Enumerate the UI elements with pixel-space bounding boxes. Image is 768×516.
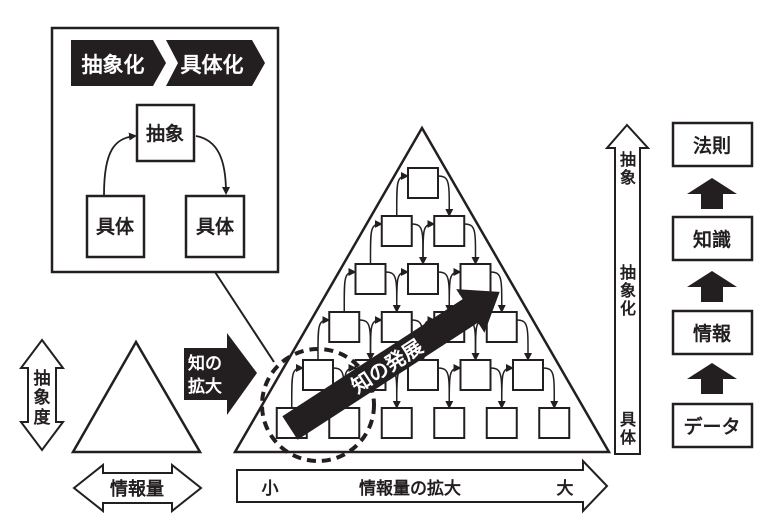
inset-box-concrete-right bbox=[184, 194, 246, 259]
axis-char: 象 bbox=[620, 168, 636, 187]
banner-abstract-shape bbox=[71, 40, 166, 86]
information-expansion-axis: 小 情報量の拡大 大 bbox=[236, 458, 609, 514]
axis-char: 抽 bbox=[620, 150, 636, 169]
pyramid-box bbox=[380, 215, 413, 247]
pyramid-arrow bbox=[500, 364, 514, 409]
pyramid-arrow bbox=[395, 268, 409, 313]
abstraction-degree-arrow: 抽 象 度 bbox=[19, 338, 65, 452]
pyramid-box bbox=[354, 263, 387, 295]
information-amount-label: 情報量 bbox=[110, 478, 164, 500]
banner-concrete-shape bbox=[166, 40, 265, 86]
pyramid-arrow bbox=[395, 172, 409, 217]
axis-main-label: 情報量の拡大 bbox=[359, 478, 461, 499]
pyramid-arrow bbox=[490, 271, 506, 313]
pyramid-box bbox=[459, 359, 492, 391]
pyramid-arrow bbox=[516, 319, 533, 361]
hierarchy-box-knowledge bbox=[671, 215, 754, 262]
pyramid-box bbox=[485, 407, 518, 439]
inset-panel: 抽象化 具体化 抽象 具体 具体 bbox=[50, 26, 280, 274]
axis-small-label: 小 bbox=[262, 479, 279, 499]
knowledge-expansion-label: 知の bbox=[187, 353, 222, 374]
abstraction-degree-char: 度 bbox=[34, 407, 52, 428]
arrow-abstraction bbox=[103, 132, 137, 196]
inset-box-concrete-left bbox=[85, 194, 146, 259]
pyramid-box bbox=[433, 215, 466, 247]
hierarchy-box-data bbox=[671, 402, 754, 449]
axis-char: 抽 bbox=[620, 263, 636, 282]
pyramid-box bbox=[407, 167, 439, 199]
inset-box-abstract bbox=[135, 103, 196, 163]
pyramid-box bbox=[485, 311, 518, 343]
inset-connector-line bbox=[214, 271, 275, 363]
axis-char: 具 bbox=[620, 410, 636, 429]
information-amount-arrow: 情報量 bbox=[72, 462, 203, 514]
pyramid-arrow bbox=[343, 268, 357, 313]
axis-large-label: 大 bbox=[557, 478, 574, 499]
pyramid-box bbox=[512, 359, 544, 391]
pyramid-box bbox=[538, 407, 571, 439]
hierarchy-column: 法則 知識 情報 データ bbox=[671, 121, 754, 449]
pyramid-arrow bbox=[369, 316, 383, 361]
pyramid-arrow bbox=[448, 268, 462, 313]
pyramid-box bbox=[459, 263, 492, 295]
pyramid-arrow bbox=[437, 175, 454, 217]
pyramid-arrow bbox=[542, 367, 559, 409]
abstraction-degree-char: 抽 bbox=[34, 368, 51, 389]
inset-box-concrete-right-label: 具体 bbox=[196, 215, 235, 238]
knowledge-expansion-label: 拡大 bbox=[188, 376, 222, 397]
inset-box-abstract-label: 抽象 bbox=[146, 122, 184, 145]
pyramid-arrow bbox=[448, 364, 462, 409]
focus-dashed-circle bbox=[260, 347, 376, 463]
pyramid-arrow bbox=[290, 364, 304, 409]
pyramid-arrow bbox=[317, 316, 331, 361]
pyramid-arrow bbox=[422, 220, 436, 265]
pyramid-box bbox=[433, 407, 466, 439]
hierarchy-label-knowledge: 知識 bbox=[693, 228, 731, 251]
abstraction-axis-arrow: 抽 象 抽 象 化 具 体 bbox=[604, 123, 651, 455]
abstraction-degree-char: 象 bbox=[34, 387, 51, 408]
small-triangle bbox=[70, 339, 203, 454]
hierarchy-label-data: データ bbox=[683, 415, 740, 438]
pyramid-box bbox=[380, 407, 413, 439]
up-arrow-icon bbox=[687, 178, 737, 209]
knowledge-pyramid bbox=[232, 125, 612, 454]
axis-char: 化 bbox=[620, 299, 636, 318]
inset-box-concrete-left-label: 具体 bbox=[96, 215, 135, 238]
hierarchy-box-law bbox=[671, 121, 754, 168]
hierarchy-label-information: 情報 bbox=[693, 322, 732, 345]
axis-char: 体 bbox=[620, 428, 637, 447]
pyramid-box bbox=[407, 359, 439, 391]
pyramid-box bbox=[328, 311, 361, 343]
hierarchy-label-law: 法則 bbox=[693, 134, 731, 157]
pyramid-box bbox=[302, 359, 334, 391]
banner-concrete: 具体化 bbox=[181, 53, 244, 77]
arrow-concretion bbox=[195, 135, 230, 195]
hierarchy-box-information bbox=[671, 309, 754, 356]
up-arrow-icon bbox=[687, 271, 737, 302]
banner-abstract: 抽象化 bbox=[82, 53, 145, 77]
up-arrow-icon bbox=[687, 363, 737, 394]
knowledge-expansion-arrow: 知の 拡大 bbox=[184, 333, 257, 415]
pyramid-box bbox=[407, 263, 439, 295]
axis-char: 象 bbox=[620, 281, 636, 300]
pyramid-arrow bbox=[464, 223, 480, 265]
pyramid-arrow bbox=[369, 220, 383, 265]
